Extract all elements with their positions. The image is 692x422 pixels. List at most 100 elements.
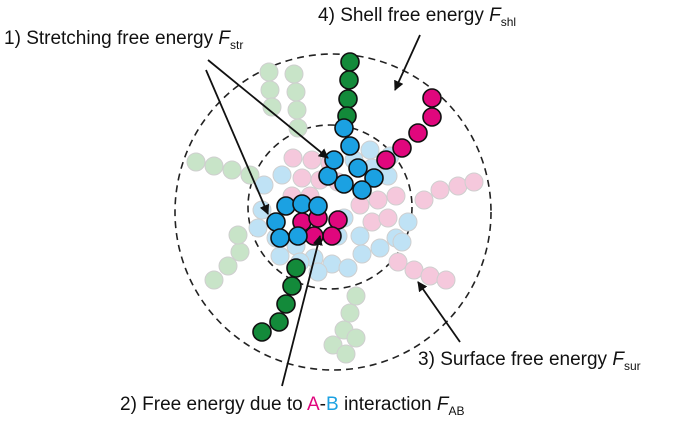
b-block-bead bbox=[334, 174, 354, 194]
b-block-bead bbox=[308, 196, 328, 216]
ab-interaction-energy-label: 2) Free energy due to A-B interaction FA… bbox=[120, 394, 465, 422]
shell-bead-faded bbox=[346, 286, 366, 306]
stretch-label-text: Stretching free energy bbox=[26, 28, 214, 49]
ab-symbol: F bbox=[436, 394, 449, 415]
surface-symbol: F bbox=[612, 349, 624, 370]
b-block-bead-faded bbox=[392, 232, 412, 252]
b-block-bead bbox=[276, 196, 296, 216]
a-block-bead-faded bbox=[283, 148, 303, 168]
b-block-bead bbox=[340, 136, 360, 156]
a-block-bead-faded bbox=[388, 252, 408, 272]
a-block-bead bbox=[422, 107, 442, 127]
stretch-subscript: str bbox=[230, 38, 244, 52]
a-block-bead-faded bbox=[302, 150, 322, 170]
shell-energy-label: 4) Shell free energy Fshl bbox=[318, 5, 516, 33]
shell-bead bbox=[276, 294, 296, 314]
b-block-bead-faded bbox=[248, 218, 268, 238]
shell-bead-faded bbox=[228, 225, 248, 245]
b-block-bead-faded bbox=[370, 238, 390, 258]
shell-bead-faded bbox=[288, 118, 308, 138]
core-boundary bbox=[247, 124, 413, 290]
a-block-bead-faded bbox=[436, 270, 456, 290]
a-block-bead-faded bbox=[464, 172, 484, 192]
shell-bead-faded bbox=[260, 80, 280, 100]
a-block-bead-faded bbox=[292, 168, 312, 188]
b-block-bead bbox=[348, 158, 368, 178]
a-block-bead-faded bbox=[368, 190, 388, 210]
b-block-bead-faded bbox=[270, 246, 290, 266]
b-block-bead bbox=[352, 180, 372, 200]
shell-energy-arrow bbox=[394, 34, 421, 91]
shell-bead-faded bbox=[286, 82, 306, 102]
a-block-bead-faded bbox=[378, 208, 398, 228]
b-block-bead-faded bbox=[338, 258, 358, 278]
ab-label-dash: - bbox=[319, 394, 326, 415]
shell-bead bbox=[339, 70, 359, 90]
shell-label-number: 4) bbox=[318, 5, 335, 26]
shell-bead bbox=[340, 52, 360, 72]
a-block-bead bbox=[376, 150, 396, 170]
a-block-bead-faded bbox=[404, 260, 424, 280]
shell-subscript: shl bbox=[500, 15, 517, 29]
ab-label-a: A bbox=[306, 394, 320, 415]
a-block-bead-faded bbox=[386, 186, 406, 206]
b-block-bead bbox=[364, 168, 384, 188]
ab-label-prefix: 2) Free energy due to bbox=[120, 394, 303, 415]
shell-bead bbox=[252, 322, 272, 342]
a-block-bead bbox=[408, 123, 428, 143]
shell-bead-faded bbox=[218, 256, 238, 276]
shell-symbol: F bbox=[489, 5, 501, 26]
stretching-energy-label: 1) Stretching free energy Fstr bbox=[4, 28, 243, 56]
b-block-bead bbox=[324, 150, 344, 170]
b-block-bead bbox=[288, 226, 308, 246]
shell-bead-faded bbox=[323, 335, 343, 355]
surface-subscript: sur bbox=[623, 359, 641, 373]
shell-bead-faded bbox=[346, 328, 366, 348]
shell-bead-faded bbox=[259, 62, 279, 82]
a-block-bead bbox=[392, 138, 412, 158]
shell-label-text: Shell free energy bbox=[340, 5, 484, 26]
shell-bead bbox=[286, 258, 306, 278]
a-block-bead-faded bbox=[448, 176, 468, 196]
shell-bead-faded bbox=[230, 242, 250, 262]
ab-subscript: AB bbox=[448, 404, 465, 418]
ab-label-b: B bbox=[325, 394, 339, 415]
shell-bead-faded bbox=[287, 100, 307, 120]
b-block-bead-faded bbox=[350, 226, 370, 246]
shell-bead-faded bbox=[262, 97, 282, 117]
ab-label-suffix: interaction bbox=[343, 394, 432, 415]
a-block-bead-faded bbox=[414, 190, 434, 210]
b-block-bead bbox=[270, 228, 290, 248]
shell-bead-faded bbox=[240, 165, 260, 185]
shell-boundary bbox=[174, 53, 492, 371]
b-block-bead bbox=[266, 212, 286, 232]
shell-bead-faded bbox=[186, 152, 206, 172]
stretch-label-number: 1) bbox=[4, 28, 21, 49]
a-block-bead bbox=[422, 88, 442, 108]
shell-bead-faded bbox=[340, 303, 360, 323]
b-block-bead-faded bbox=[308, 262, 328, 282]
shell-bead bbox=[282, 276, 302, 296]
b-block-bead-faded bbox=[360, 140, 380, 160]
shell-bead bbox=[269, 312, 289, 332]
surface-label-text: Surface free energy bbox=[440, 349, 608, 370]
b-block-bead-faded bbox=[398, 212, 418, 232]
surface-label-number: 3) bbox=[418, 349, 435, 370]
stretching-energy-arrow-to-inner-chain bbox=[205, 69, 270, 215]
stretching-energy-arrow-to-outer-chain bbox=[207, 59, 329, 159]
surface-energy-arrow bbox=[417, 281, 461, 343]
stretch-symbol: F bbox=[218, 28, 231, 49]
shell-bead-faded bbox=[284, 64, 304, 84]
shell-bead-faded bbox=[336, 344, 356, 364]
a-block-bead-faded bbox=[420, 266, 440, 286]
shell-bead-faded bbox=[204, 270, 224, 290]
b-block-bead-faded bbox=[272, 165, 292, 185]
shell-bead-faded bbox=[204, 156, 224, 176]
b-block-bead-faded bbox=[352, 244, 372, 264]
surface-energy-label: 3) Surface free energy Fsur bbox=[418, 349, 641, 377]
a-block-bead bbox=[322, 226, 342, 246]
ab-interaction-energy-arrow bbox=[281, 235, 323, 387]
shell-bead bbox=[338, 89, 358, 109]
